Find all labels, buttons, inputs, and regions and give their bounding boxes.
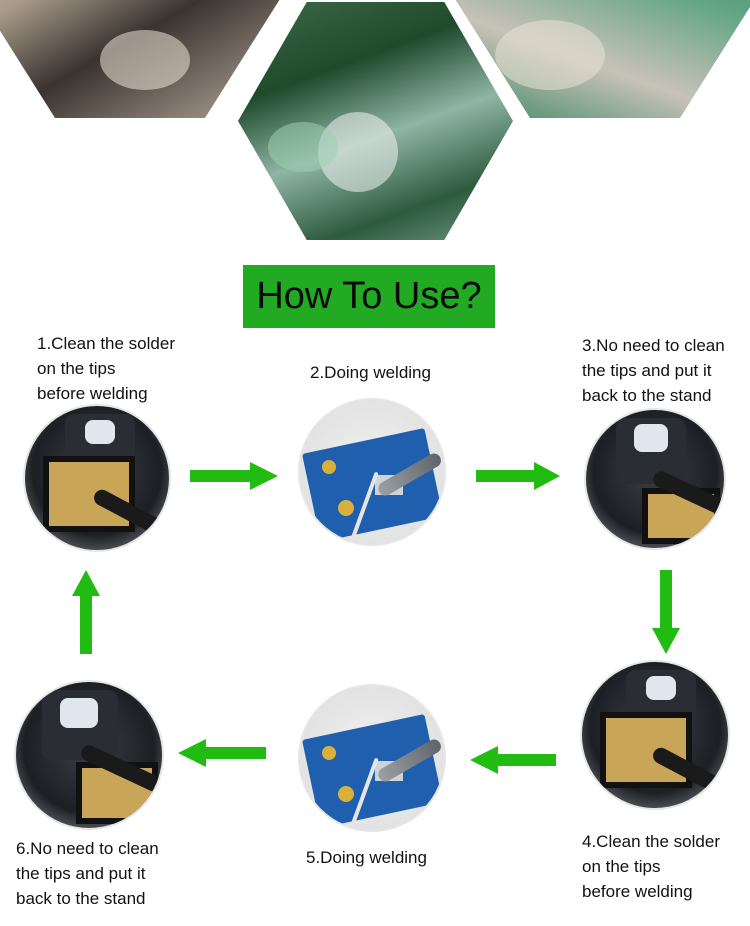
step-6-caption: 6.No need to clean the tips and put it b… — [16, 836, 159, 911]
step-6-line-1: 6.No need to clean — [16, 839, 159, 858]
step-1-image — [23, 404, 171, 552]
step-4-caption: 4.Clean the solder on the tips before we… — [582, 829, 720, 904]
page-title: How To Use? — [256, 275, 482, 317]
worker-soldering-board-photo-center — [238, 2, 513, 240]
step-3-line-3: back to the stand — [582, 386, 712, 405]
step-1-line-2: on the tips — [37, 359, 116, 378]
step-2-caption: 2.Doing welding — [310, 360, 431, 385]
arrow-up-6-to-1 — [72, 570, 100, 654]
step-2-image — [298, 398, 446, 546]
title-banner: How To Use? — [243, 265, 495, 328]
step-1-line-1: 1.Clean the solder — [37, 334, 175, 353]
step-4-line-3: before welding — [582, 882, 693, 901]
arrow-right-1-to-2 — [190, 462, 278, 490]
step-5-image — [298, 684, 446, 832]
arrow-right-2-to-3 — [476, 462, 560, 490]
step-1-line-3: before welding — [37, 384, 148, 403]
step-1-caption: 1.Clean the solder on the tips before we… — [37, 331, 175, 406]
arrow-left-4-to-5 — [470, 746, 556, 774]
step-4-line-2: on the tips — [582, 857, 661, 876]
step-6-line-2: the tips and put it — [16, 864, 146, 883]
step-3-line-2: the tips and put it — [582, 361, 712, 380]
step-3-caption: 3.No need to clean the tips and put it b… — [582, 333, 725, 408]
step-6-line-3: back to the stand — [16, 889, 146, 908]
step-3-image — [584, 408, 726, 550]
step-3-line-1: 3.No need to clean — [582, 336, 725, 355]
step-4-line-1: 4.Clean the solder — [582, 832, 720, 851]
arrow-down-3-to-4 — [652, 570, 680, 654]
step-2-line-1: 2.Doing welding — [310, 363, 431, 382]
step-6-image — [14, 680, 164, 830]
arrow-left-5-to-6 — [178, 739, 266, 767]
step-5-caption: 5.Doing welding — [306, 845, 427, 870]
step-4-image — [580, 660, 730, 810]
workers-soldering-photo-left — [0, 0, 280, 118]
step-5-line-1: 5.Doing welding — [306, 848, 427, 867]
